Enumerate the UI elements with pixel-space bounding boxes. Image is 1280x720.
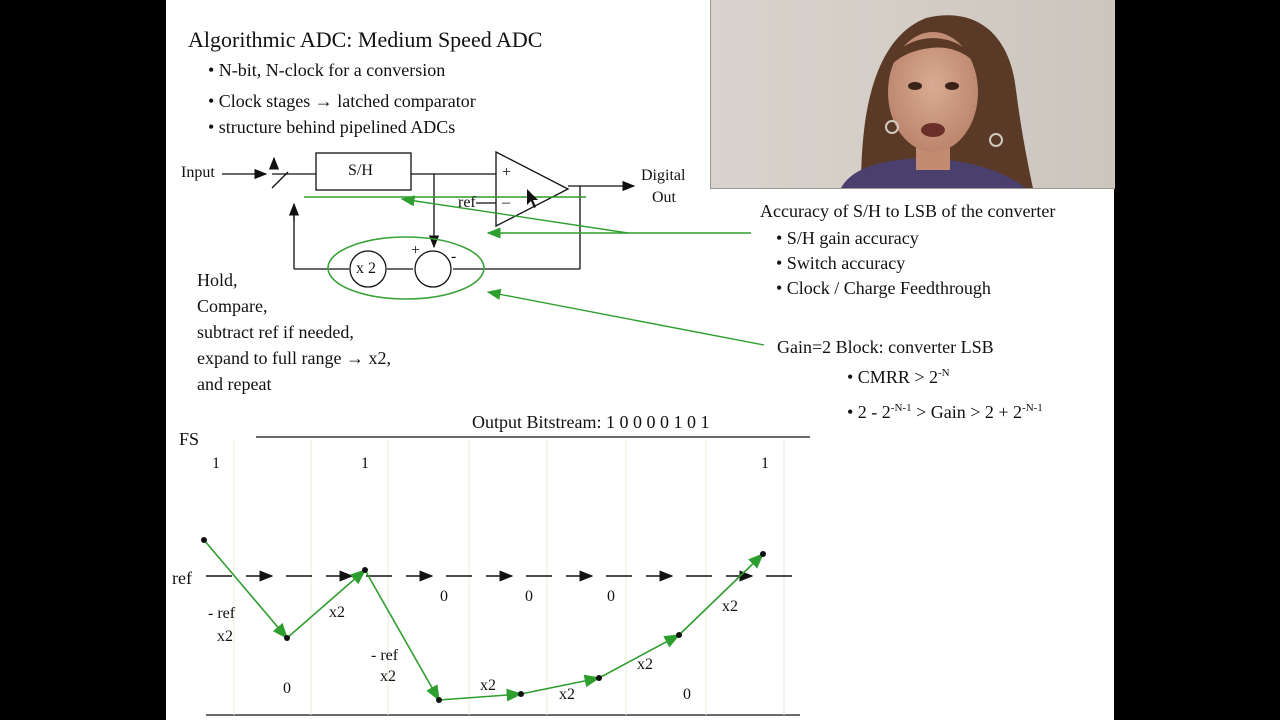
sh-block [315,152,412,191]
bullet-1: • N-bit, N-clock for a conversion [208,60,446,80]
residue-segment [520,674,601,695]
accuracy-heading: Accuracy of S/H to LSB of the converter [760,201,1056,221]
sum-plus: + [411,242,421,259]
comp-plus: + [502,164,512,181]
gain-block-label: x 2 [356,260,376,277]
block-diagram [222,150,636,300]
input-label: Input [181,164,215,181]
accuracy-item-3: • Clock / Charge Feedthrough [776,278,991,298]
hold-note-1: Hold, [197,270,238,290]
bit-label: 0 [525,588,533,605]
op-label: x2 [329,604,345,621]
hold-note-3: subtract ref if needed, [197,322,354,342]
comparator [495,150,570,228]
waveform-axes [206,436,810,716]
hold-note-4: expand to full range → x2, [197,348,391,368]
bullet-2: • Clock stages → latched comparator [208,91,476,111]
bit-label: 1 [761,455,769,472]
bit-label: 1 [361,455,369,472]
op-label: x2 [722,598,738,615]
residue-segment [364,569,440,702]
op-label: - ref [371,647,399,664]
sum-minus: - [451,248,457,265]
bit-label: 0 [607,588,615,605]
gain-x2-block [349,250,387,288]
ref-input-label: ref [458,194,476,211]
ref-label: ref [172,568,192,588]
op-label: x2 [380,668,396,685]
bullet-3: • structure behind pipelined ADCs [208,117,456,137]
digital-label: Digital [641,167,686,184]
accuracy-item-2: • Switch accuracy [776,253,906,273]
residue-point [201,537,207,543]
residue-point [596,675,602,681]
residue-point [436,697,442,703]
gain-heading: Gain=2 Block: converter LSB [777,337,994,357]
hold-note-5: and repeat [197,374,272,394]
webcam-presenter [710,0,1115,189]
residue-point [676,632,682,638]
residue-segment [203,539,289,640]
bit-label: 0 [283,680,291,697]
residue-segment [286,568,367,639]
mouse-pointer-icon [527,189,538,208]
residue-point [362,567,368,573]
residue-segment [598,634,681,679]
op-label: x2 [637,656,653,673]
cmrr-line: • CMRR > 2-N [847,367,950,387]
bit-label: 0 [683,686,691,703]
op-label: x2 [217,628,233,645]
summer [414,250,452,288]
bit-label: 0 [440,588,448,605]
adc-diagram [201,150,810,716]
residue-point [518,691,524,697]
gain-range-line: • 2 - 2-N-1 > Gain > 2 + 2-N-1 [847,402,1043,422]
presenter-image [841,15,1033,188]
bitstream-label: Output Bitstream: 1 0 0 0 0 1 0 1 [472,412,710,432]
slide-title: Algorithmic ADC: Medium Speed ADC [188,27,543,52]
comp-minus: – [502,194,510,211]
accuracy-item-1: • S/H gain accuracy [776,228,919,248]
sh-label: S/H [348,162,373,179]
bit-label: 1 [212,455,220,472]
gain-ellipse [327,236,485,300]
op-label: - ref [208,605,236,622]
residue-point [760,551,766,557]
op-label: x2 [480,677,496,694]
residue-point [284,635,290,641]
residue-segment [678,552,765,636]
hold-note-2: Compare, [197,296,268,316]
op-label: x2 [559,686,575,703]
out-label: Out [652,189,676,206]
residue-segment [438,688,523,702]
callout-arrows [400,195,765,346]
fs-label: FS [179,429,200,449]
